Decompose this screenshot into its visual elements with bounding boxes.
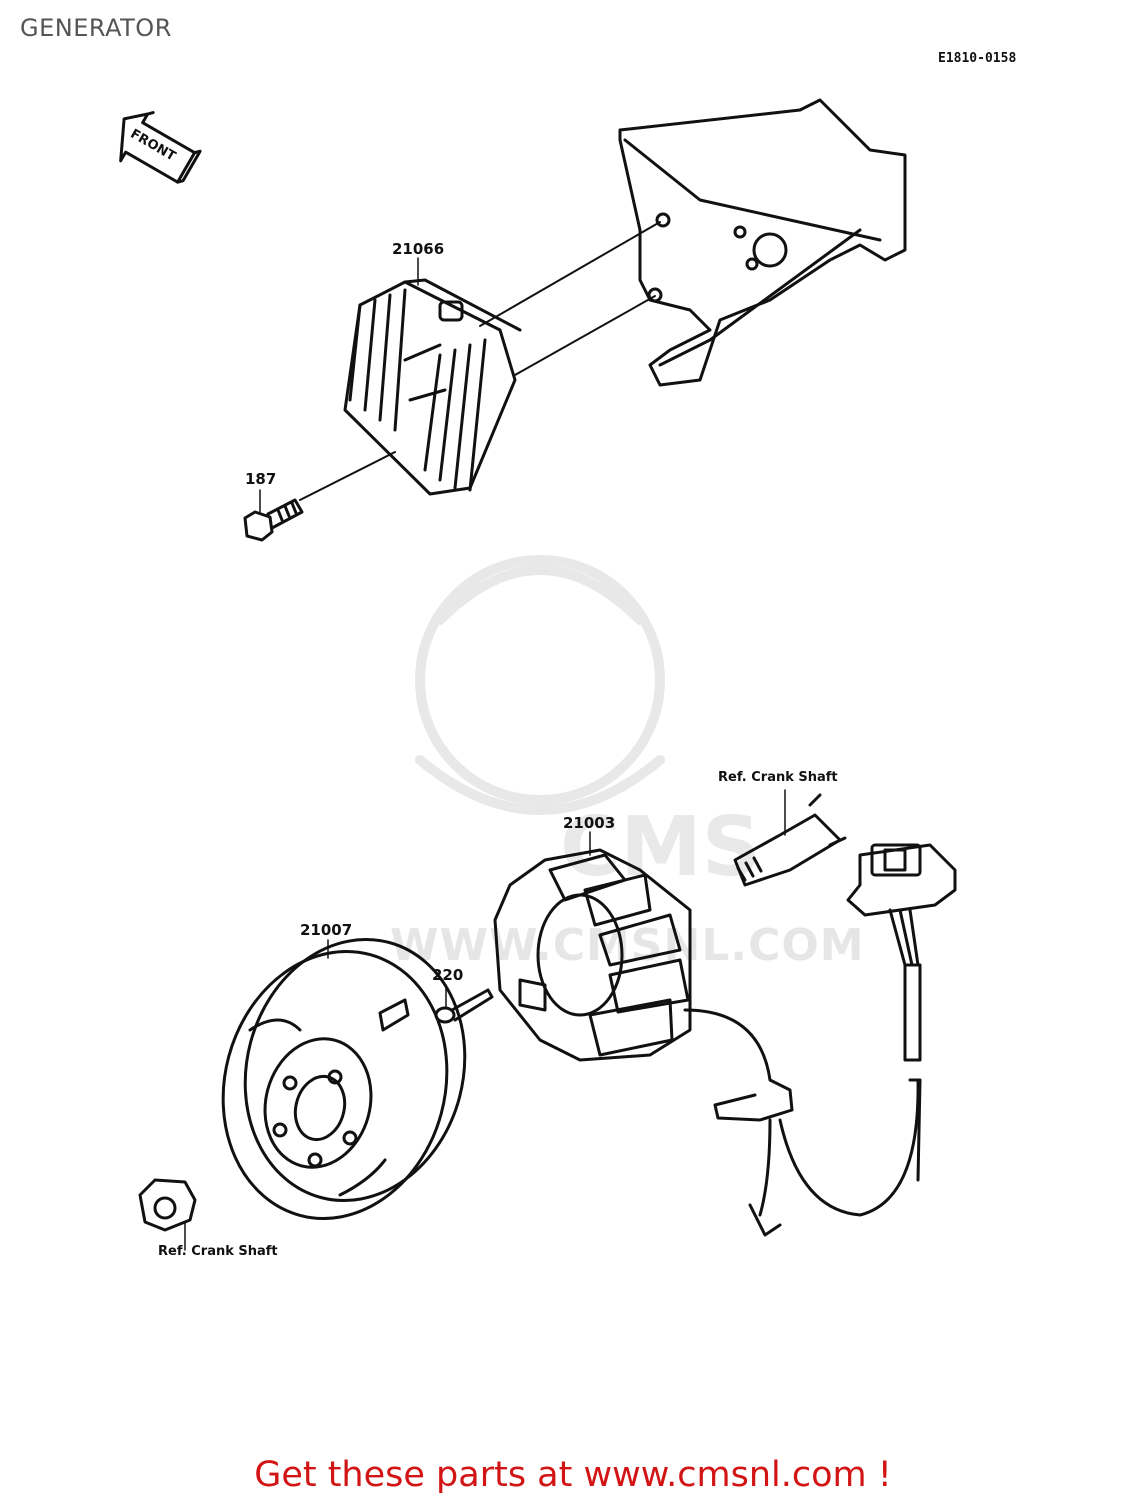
ref-crank-shaft-bottom: Ref. Crank Shaft: [158, 1244, 278, 1259]
wire-harness: [846, 843, 957, 1182]
regulator-part: [343, 278, 522, 496]
watermark-logo: CMS: [560, 800, 761, 895]
crank-nut-part: [138, 1178, 197, 1251]
front-arrow-icon: [119, 111, 202, 184]
watermark-mascot: [415, 555, 665, 815]
page-title: GENERATOR: [20, 14, 172, 42]
part-number-21007[interactable]: 21007: [300, 921, 353, 939]
part-number-21066[interactable]: 21066: [392, 240, 445, 258]
ref-crank-shaft-top: Ref. Crank Shaft: [718, 770, 838, 785]
crank-shaft-tip: [733, 789, 847, 887]
part-number-220[interactable]: 220: [432, 966, 464, 984]
part-number-187[interactable]: 187: [245, 470, 277, 488]
frame-bracket: [618, 98, 907, 387]
bolt-part: [243, 498, 304, 542]
rotor-part: [221, 937, 467, 1220]
part-number-21003[interactable]: 21003: [563, 814, 616, 832]
diagram-code: E1810-0158: [938, 51, 1017, 66]
footer-link[interactable]: Get these parts at www.cmsnl.com !: [254, 1455, 892, 1495]
screw-part: [434, 988, 494, 1024]
stator-part: [493, 848, 920, 1237]
